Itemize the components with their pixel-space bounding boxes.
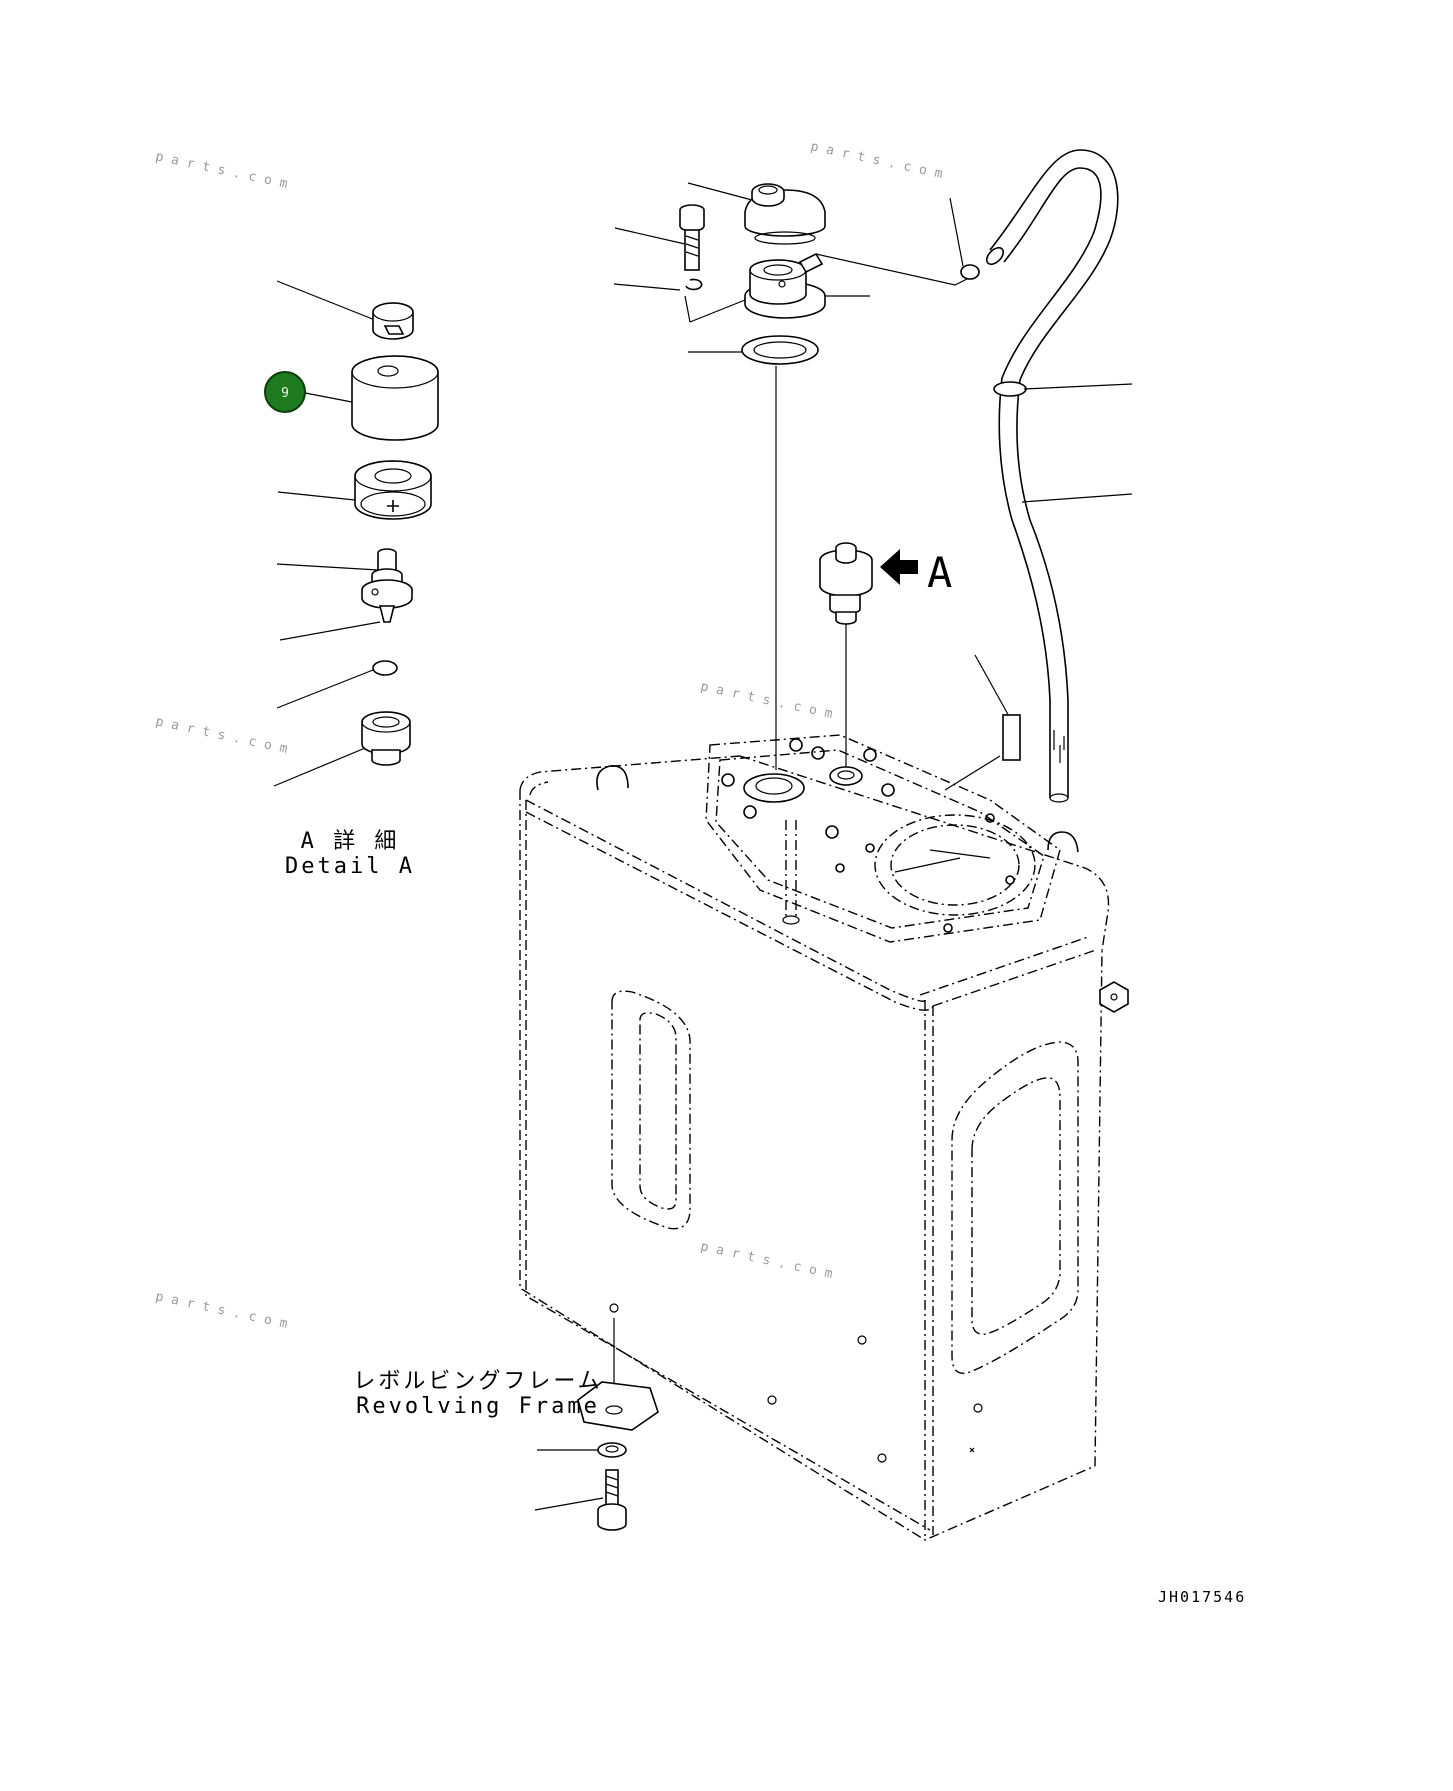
hex-adapter-part[interactable] <box>273 711 411 787</box>
level-sensor-part[interactable] <box>819 542 873 768</box>
breather-hose-part[interactable] <box>984 149 1133 803</box>
ring-nut-part[interactable] <box>277 460 432 520</box>
side-window-left <box>611 990 691 1230</box>
washer-part[interactable] <box>537 1442 627 1458</box>
valve-body-part[interactable] <box>276 548 413 641</box>
watermark-text: parts.com <box>699 679 841 723</box>
frame-label-jp: レボルビングフレーム <box>353 1369 602 1394</box>
watermarks: parts.com parts.com parts.com parts.com … <box>154 139 951 1333</box>
mounting-bolts <box>721 738 1015 933</box>
filler-neck-part[interactable] <box>684 252 870 323</box>
callout-9[interactable]: 9 <box>264 371 306 413</box>
drawing-number: JH017546 <box>1158 1588 1246 1606</box>
detail-a-parts: 9 <box>264 280 439 879</box>
side-window-right <box>951 1041 1079 1374</box>
label-plate-part[interactable] <box>944 654 1021 791</box>
gasket-part[interactable] <box>688 335 819 770</box>
frame-mount: レボルビングフレーム Revolving Frame <box>353 1318 659 1531</box>
drain-fitting <box>1099 981 1129 1013</box>
watermark-text: parts.com <box>154 1289 296 1333</box>
clip-part[interactable] <box>613 278 703 291</box>
callout-number[interactable]: 9 <box>281 386 289 401</box>
small-cap-part[interactable] <box>276 280 414 340</box>
bolt-part[interactable] <box>614 204 705 271</box>
frame-label-en: Revolving Frame <box>356 1394 600 1419</box>
hydraulic-tank <box>519 734 1129 1541</box>
watermark-text: parts.com <box>154 714 296 758</box>
watermark-text: parts.com <box>809 139 951 183</box>
sensor-port <box>829 766 863 786</box>
view-arrow-label: A <box>927 548 952 597</box>
view-a-arrow: A <box>880 548 952 597</box>
filler-assembly <box>613 182 980 770</box>
lifting-eye <box>1047 831 1079 853</box>
watermark-text: parts.com <box>154 149 296 193</box>
detail-label-en: Detail A <box>285 854 415 879</box>
breather-leader-line <box>815 253 976 286</box>
mount-bolt-part[interactable] <box>534 1469 627 1531</box>
callout-circle[interactable] <box>264 371 306 413</box>
filler-cap-part[interactable] <box>687 182 826 245</box>
cylinder-part[interactable] <box>299 355 439 441</box>
o-ring-part[interactable] <box>276 660 398 709</box>
hose-clamp-part[interactable] <box>960 264 980 280</box>
detail-label-jp: A 詳 細 <box>301 829 400 854</box>
hose-grommet-part[interactable] <box>993 381 1027 397</box>
suction-cover <box>874 814 1036 916</box>
clamp-leader-line <box>949 197 964 267</box>
watermark-text: parts.com <box>699 1239 841 1283</box>
lifting-eye <box>596 765 629 791</box>
